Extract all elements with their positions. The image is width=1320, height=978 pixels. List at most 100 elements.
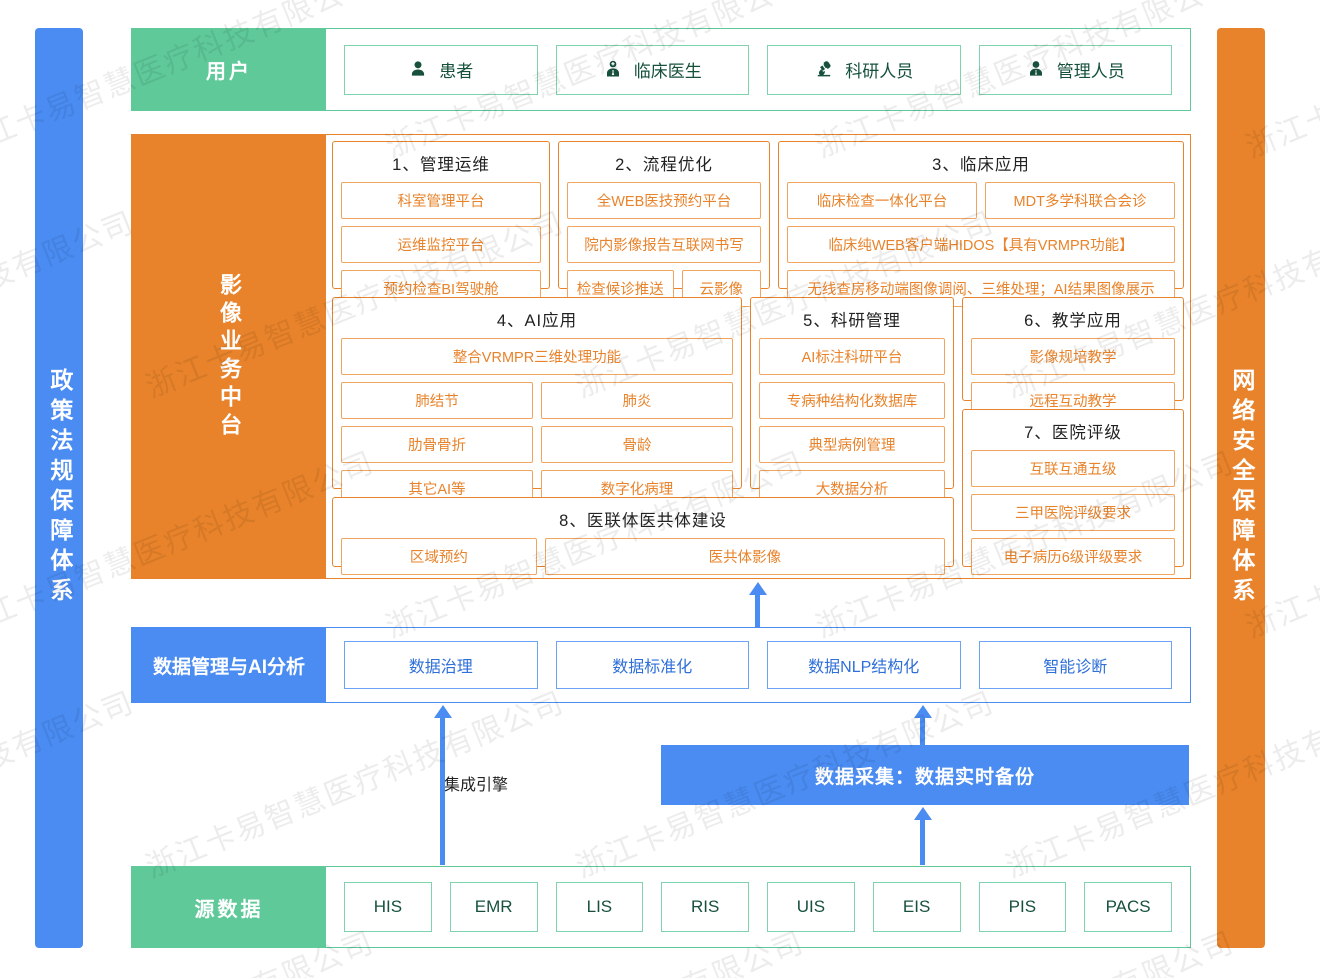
module-title: 5、科研管理 xyxy=(803,312,901,330)
module-item[interactable]: MDT多学科联合会诊 xyxy=(985,182,1175,219)
module-item[interactable]: 电子病历6级评级要求 xyxy=(971,538,1175,575)
module-row: 肺结节肺炎 xyxy=(341,382,733,419)
module-row: 运维监控平台 xyxy=(341,226,541,263)
module-item[interactable]: 互联互通五级 xyxy=(971,450,1175,487)
data-management-band: 数据管理与AI分析 数据治理数据标准化数据NLP结构化智能诊断 xyxy=(131,627,1191,703)
user-role-1[interactable]: 患者 xyxy=(344,44,538,95)
module-title: 6、教学应用 xyxy=(1024,312,1122,330)
source-system-emr[interactable]: EMR xyxy=(449,882,538,932)
module-row: 科室管理平台 xyxy=(341,182,541,219)
module-item[interactable]: 全WEB医技预约平台 xyxy=(567,182,761,219)
arrow-integration-engine-shaft xyxy=(440,717,445,865)
module-item[interactable]: 区域预约 xyxy=(341,538,537,575)
module-title: 8、医联体医共体建设 xyxy=(559,512,727,530)
module-row: 互联互通五级 xyxy=(971,450,1175,487)
arrow-collect-up-shaft xyxy=(920,717,925,747)
module-item[interactable]: 典型病例管理 xyxy=(759,426,945,463)
source-system-ris[interactable]: RIS xyxy=(661,882,749,932)
module-item[interactable]: 科室管理平台 xyxy=(341,182,541,219)
data-capability-2[interactable]: 数据标准化 xyxy=(555,641,749,689)
user-band-label: 用户 xyxy=(132,29,326,110)
module-row: 影像规培教学 xyxy=(971,338,1175,375)
module-row: 肋骨骨折骨龄 xyxy=(341,426,733,463)
module-item[interactable]: 临床纯WEB客户端HIDOS【具有VRMPR功能】 xyxy=(787,226,1175,263)
module-title: 2、流程优化 xyxy=(615,156,713,174)
data-collection-bar: 数据采集：数据实时备份 xyxy=(661,745,1189,805)
source-data-items: HIS EMR LIS RIS UIS EIS PIS PACS xyxy=(326,867,1190,947)
module-8: 8、医联体医共体建设区域预约医共体影像 xyxy=(332,497,954,575)
module-item[interactable]: AI标注科研平台 xyxy=(759,338,945,375)
source-system-his[interactable]: HIS xyxy=(344,882,432,932)
user-role-label: 临床医生 xyxy=(633,62,702,81)
user-role-label: 管理人员 xyxy=(1056,62,1125,81)
integration-engine-label: 集成引擎 xyxy=(443,777,508,794)
integration-gap: 集成引擎 数据采集：数据实时备份 xyxy=(131,703,1191,867)
module-row: 区域预约医共体影像 xyxy=(341,538,945,575)
data-management-band-label: 数据管理与AI分析 xyxy=(132,628,326,702)
user-role-label: 科研人员 xyxy=(845,62,914,81)
user-band-items: 患者 临床医生 科研人员 管理人员 xyxy=(326,29,1190,110)
data-management-items: 数据治理数据标准化数据NLP结构化智能诊断 xyxy=(326,628,1190,702)
module-item[interactable]: 院内影像报告互联网书写 xyxy=(567,226,761,263)
module-item[interactable]: 整合VRMPR三维处理功能 xyxy=(341,338,733,375)
module-item[interactable]: 医共体影像 xyxy=(544,538,945,575)
source-system-lis[interactable]: LIS xyxy=(555,882,644,932)
module-item[interactable]: 肋骨骨折 xyxy=(341,426,533,463)
user-role-4[interactable]: 管理人员 xyxy=(978,44,1172,95)
module-item[interactable]: 专病种结构化数据库 xyxy=(759,382,945,419)
module-7: 7、医院评级互联互通五级三甲医院评级要求电子病历6级评级要求 xyxy=(962,409,1184,575)
module-item[interactable]: 肺结节 xyxy=(341,382,533,419)
data-capability-1[interactable]: 数据治理 xyxy=(344,641,538,689)
data-capability-4[interactable]: 智能诊断 xyxy=(978,641,1172,689)
user-role-2[interactable]: 临床医生 xyxy=(555,44,749,95)
arrow-platform-head xyxy=(748,582,767,595)
module-row: 院内影像报告互联网书写 xyxy=(567,226,761,263)
user-icon xyxy=(408,59,428,80)
source-system-uis[interactable]: UIS xyxy=(767,882,855,932)
module-row: AI标注科研平台 xyxy=(759,338,945,375)
source-system-eis[interactable]: EIS xyxy=(872,882,961,932)
module-item[interactable]: 影像规培教学 xyxy=(971,338,1175,375)
data-capability-3[interactable]: 数据NLP结构化 xyxy=(767,641,961,689)
arrow-data-to-platform xyxy=(131,580,1191,628)
policy-regulation-rail: 政策法规保障体系 xyxy=(35,28,83,948)
doctor-icon xyxy=(603,59,623,80)
arrow-platform-shaft xyxy=(755,594,760,628)
module-row: 典型病例管理 xyxy=(759,426,945,463)
module-row: 电子病历6级评级要求 xyxy=(971,538,1175,575)
module-item[interactable]: 三甲医院评级要求 xyxy=(971,494,1175,531)
imaging-platform-label-text: 影像业务中台 xyxy=(216,272,242,441)
arrow-integration-engine-head xyxy=(433,705,452,718)
module-title: 7、医院评级 xyxy=(1024,424,1122,442)
module-4: 4、AI应用整合VRMPR三维处理功能肺结节肺炎肋骨骨折骨龄其它AI等数字化病理 xyxy=(332,297,742,507)
module-title: 1、管理运维 xyxy=(392,156,490,174)
module-row: 全WEB医技预约平台 xyxy=(567,182,761,219)
module-item[interactable]: 临床检查一体化平台 xyxy=(787,182,977,219)
imaging-platform-band-label: 影像业务中台 xyxy=(132,135,326,578)
manager-icon xyxy=(1026,59,1046,80)
module-2: 2、流程优化全WEB医技预约平台院内影像报告互联网书写检查候诊推送云影像 xyxy=(558,141,770,307)
user-role-3[interactable]: 科研人员 xyxy=(767,44,961,95)
module-item[interactable]: 肺炎 xyxy=(541,382,733,419)
network-security-rail-label: 网络安全保障体系 xyxy=(1228,368,1255,608)
microscope-icon xyxy=(814,59,834,80)
module-row: 专病种结构化数据库 xyxy=(759,382,945,419)
module-row: 整合VRMPR三维处理功能 xyxy=(341,338,733,375)
network-security-rail: 网络安全保障体系 xyxy=(1217,28,1265,948)
arrow-collect-lower-shaft xyxy=(920,819,925,865)
module-item[interactable]: 运维监控平台 xyxy=(341,226,541,263)
user-band: 用户 患者 临床医生 科研人员 管理人员 xyxy=(131,28,1191,111)
user-role-label: 患者 xyxy=(439,62,474,81)
module-row: 三甲医院评级要求 xyxy=(971,494,1175,531)
source-system-pacs[interactable]: PACS xyxy=(1084,882,1172,932)
source-system-pis[interactable]: PIS xyxy=(978,882,1067,932)
module-1: 1、管理运维科室管理平台运维监控平台预约检查BI驾驶舱 xyxy=(332,141,550,307)
module-item[interactable]: 骨龄 xyxy=(541,426,733,463)
